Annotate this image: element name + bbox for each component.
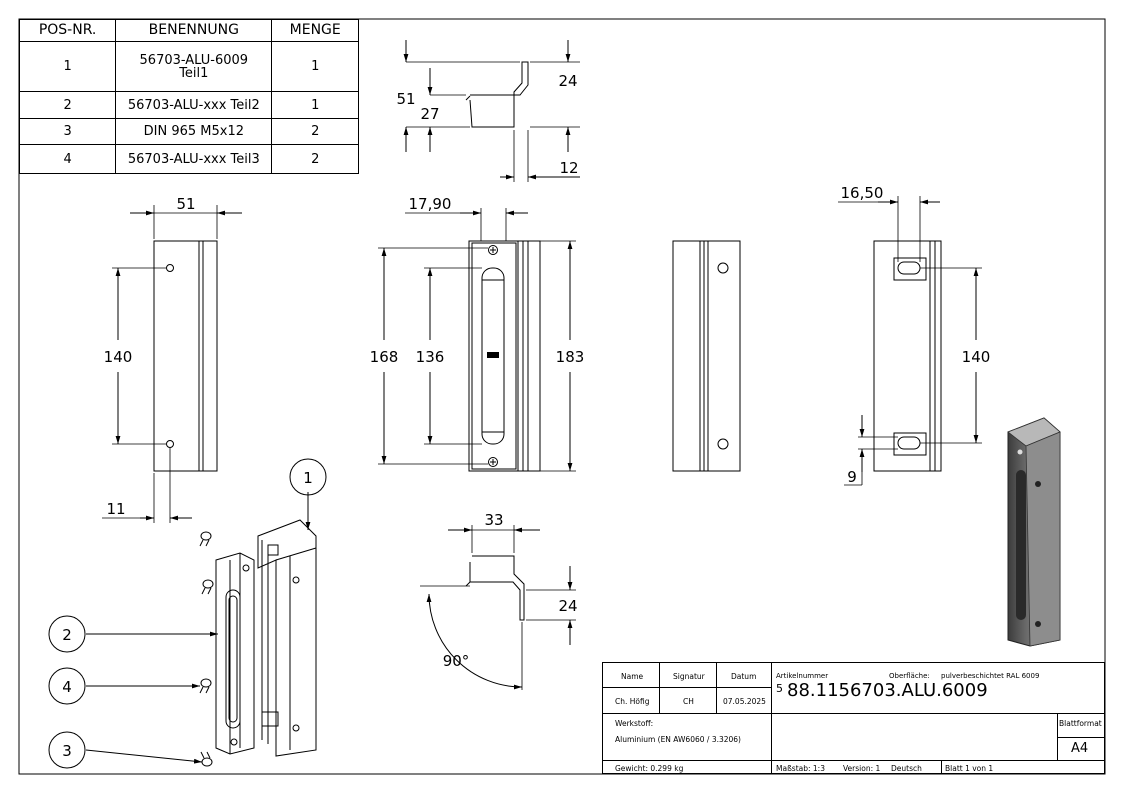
signature-label: Signatur xyxy=(673,672,705,681)
material-value: Aluminium (EN AW6060 / 3.3206) xyxy=(615,735,741,744)
shaded-3d-view xyxy=(1007,417,1061,647)
language-value: Deutsch xyxy=(891,764,922,773)
dim-top-27: 27 xyxy=(420,105,439,123)
dim-front-168: 168 xyxy=(370,348,399,366)
dim-left-51: 51 xyxy=(176,195,195,213)
table-row: 2 56703-ALU-xxx Teil2 1 xyxy=(18,91,359,119)
drawer-signature: CH xyxy=(683,697,694,706)
exploded-view xyxy=(48,458,327,769)
balloon-2 xyxy=(48,615,86,653)
weight-value: Gewicht: 0.299 kg xyxy=(615,764,684,773)
surface-value: pulverbeschichtet RAL 6009 xyxy=(941,672,1040,680)
bom-qty: 1 xyxy=(271,41,359,92)
balloon-4 xyxy=(48,667,86,705)
screw-low xyxy=(199,678,212,694)
dim-left-140: 140 xyxy=(104,348,133,366)
dim-front-183: 183 xyxy=(556,348,585,366)
dim-left-11: 11 xyxy=(106,500,125,518)
dim-bottom-angle: 90° xyxy=(443,652,470,670)
bom-header-pos: POS-NR. xyxy=(18,19,117,42)
surface-label: Oberfläche: xyxy=(889,672,930,680)
sheet-border xyxy=(18,18,1106,775)
dim-bottom-33: 33 xyxy=(484,511,503,529)
bottom-profile-view xyxy=(420,525,576,690)
bom-header-qty: MENGE xyxy=(271,19,359,42)
bom-header-name: BENENNUNG xyxy=(115,19,273,42)
table-row: 4 56703-ALU-xxx Teil3 2 xyxy=(18,144,359,174)
back-view xyxy=(838,196,982,486)
article-prefix: 5 xyxy=(776,682,783,695)
dim-back-width: 16,50 xyxy=(841,184,884,202)
dim-back-140: 140 xyxy=(962,348,991,366)
format-value: A4 xyxy=(1071,741,1089,756)
top-profile-view xyxy=(403,40,580,182)
bom-name: 56703-ALU-xxx Teil3 xyxy=(115,144,273,174)
drawer-name: Ch. Höfig xyxy=(615,697,650,706)
balloon-4-label: 4 xyxy=(62,678,72,696)
article-number: 88.1156703.ALU.6009 xyxy=(787,680,988,701)
right-side-view xyxy=(672,240,741,472)
balloon-1-label: 1 xyxy=(303,469,313,487)
name-label: Name xyxy=(621,672,644,681)
sheet-value: Blatt 1 von 1 xyxy=(945,764,994,773)
table-row: 3 DIN 965 M5x12 2 xyxy=(18,118,359,145)
dim-front-136: 136 xyxy=(416,348,445,366)
bom-name: 56703-ALU-xxx Teil2 xyxy=(115,91,273,119)
dim-front-width: 17,90 xyxy=(409,195,452,213)
balloon-2-label: 2 xyxy=(62,626,72,644)
balloon-3 xyxy=(48,731,86,769)
left-side-view xyxy=(102,205,242,523)
bom-table: POS-NR. BENENNUNG MENGE 1 56703-ALU-6009… xyxy=(18,19,359,174)
bom-name: DIN 965 M5x12 xyxy=(115,118,273,145)
material-label: Werkstoff: xyxy=(615,719,654,728)
front-view xyxy=(378,208,576,472)
bom-pos: 1 xyxy=(18,41,117,92)
bom-qty: 2 xyxy=(271,118,359,145)
dim-top-51: 51 xyxy=(396,90,415,108)
screw-top xyxy=(199,531,212,547)
dim-top-24: 24 xyxy=(558,72,577,90)
bom-pos: 2 xyxy=(18,91,117,119)
dim-top-12: 12 xyxy=(559,159,578,177)
bom-pos: 4 xyxy=(18,144,117,174)
dim-bottom-24: 24 xyxy=(558,597,577,615)
format-label: Blattformat xyxy=(1059,719,1102,728)
bom-pos: 3 xyxy=(18,118,117,145)
screw-mid xyxy=(201,579,214,595)
balloon-3-label: 3 xyxy=(62,742,72,760)
balloon-1 xyxy=(289,458,327,496)
date-label: Datum xyxy=(731,672,757,681)
title-block: Name Signatur Datum Ch. Höfig CH 07.05.2… xyxy=(602,662,1105,774)
drawing-date: 07.05.2025 xyxy=(723,697,766,706)
article-label: Artikelnummer xyxy=(776,672,829,680)
scale-value: Maßstab: 1:3 xyxy=(776,764,825,773)
dim-back-9: 9 xyxy=(847,468,857,486)
bom-qty: 1 xyxy=(271,91,359,119)
bom-qty: 2 xyxy=(271,144,359,174)
screw-bottom xyxy=(200,751,213,767)
version-value: Version: 1 xyxy=(843,764,881,773)
